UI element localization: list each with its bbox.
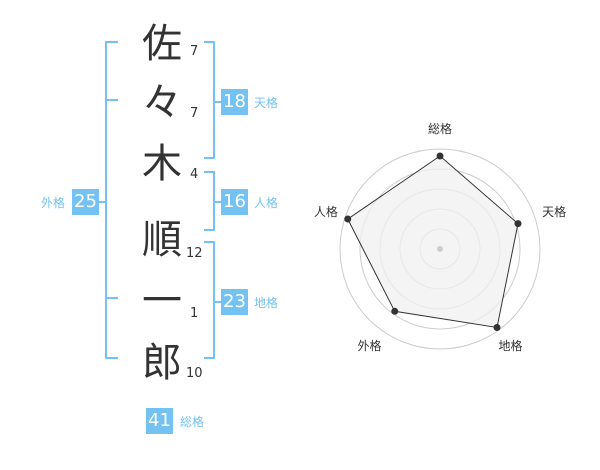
radar-axis-label-1: 総格 xyxy=(428,122,453,136)
radar-point-3 xyxy=(493,323,501,331)
tenkaku-connector xyxy=(215,101,222,103)
jinkaku-value: 16 xyxy=(221,189,248,215)
jinkaku-bracket-top xyxy=(204,171,215,173)
gaikaku-label: 外格 xyxy=(41,196,66,210)
gaikaku-bracket-tick xyxy=(105,297,118,299)
soukaku-value: 41 xyxy=(146,408,173,434)
gaikaku-bracket-tick xyxy=(105,99,118,101)
stroke-count-3: 4 xyxy=(190,167,199,182)
radar-axis-label-2: 天格 xyxy=(542,204,567,219)
chikaku-label: 地格 xyxy=(254,296,279,310)
radar-point-1 xyxy=(436,152,444,160)
tenkaku-bracket-vertical xyxy=(213,41,215,159)
jinkaku-connector xyxy=(215,201,222,203)
stroke-count-1: 7 xyxy=(190,44,199,59)
radar-point-5 xyxy=(344,215,352,223)
stroke-count-2: 7 xyxy=(190,106,199,121)
jinkaku-bracket-bottom xyxy=(204,229,215,231)
gaikaku-bracket-vertical xyxy=(105,41,107,359)
chikaku-value: 23 xyxy=(221,289,248,315)
radar-axis-label-3: 地格 xyxy=(498,339,523,354)
chikaku-bracket-vertical xyxy=(213,241,215,359)
jinkaku-bracket-vertical xyxy=(213,171,215,231)
name-char-6: 郎 xyxy=(142,340,182,386)
stroke-count-5: 1 xyxy=(190,306,199,321)
gaikaku-bracket-top xyxy=(105,41,118,43)
radar-axis-label-4: 外格 xyxy=(357,339,382,354)
tenkaku-bracket-top xyxy=(204,41,215,43)
chikaku-bracket-bottom xyxy=(204,357,215,359)
name-char-4: 順 xyxy=(142,217,182,263)
gaikaku-bracket-bottom xyxy=(105,357,118,359)
radar-point-4 xyxy=(391,307,399,315)
jinkaku-label: 人格 xyxy=(254,196,279,210)
radar-polygon xyxy=(347,155,519,329)
radar-center-point xyxy=(437,246,443,252)
radar-grid-ring xyxy=(339,148,541,350)
tenkaku-value: 18 xyxy=(221,89,248,115)
tenkaku-label: 天格 xyxy=(254,96,279,110)
name-char-3: 木 xyxy=(142,141,182,187)
gaikaku-connector xyxy=(98,201,106,203)
radar-point-2 xyxy=(514,220,522,228)
name-char-5: 一 xyxy=(142,278,182,324)
radar-axis-label-5: 人格 xyxy=(313,204,338,219)
chikaku-connector xyxy=(215,301,222,303)
stroke-count-4: 12 xyxy=(186,246,203,261)
name-char-2: 々 xyxy=(142,80,182,126)
name-char-1: 佐 xyxy=(142,21,182,67)
stroke-count-6: 10 xyxy=(186,366,203,381)
gaikaku-value: 25 xyxy=(72,189,99,215)
tenkaku-bracket-bottom xyxy=(204,157,215,159)
chikaku-bracket-top xyxy=(204,241,215,243)
soukaku-label: 総格 xyxy=(180,415,205,429)
